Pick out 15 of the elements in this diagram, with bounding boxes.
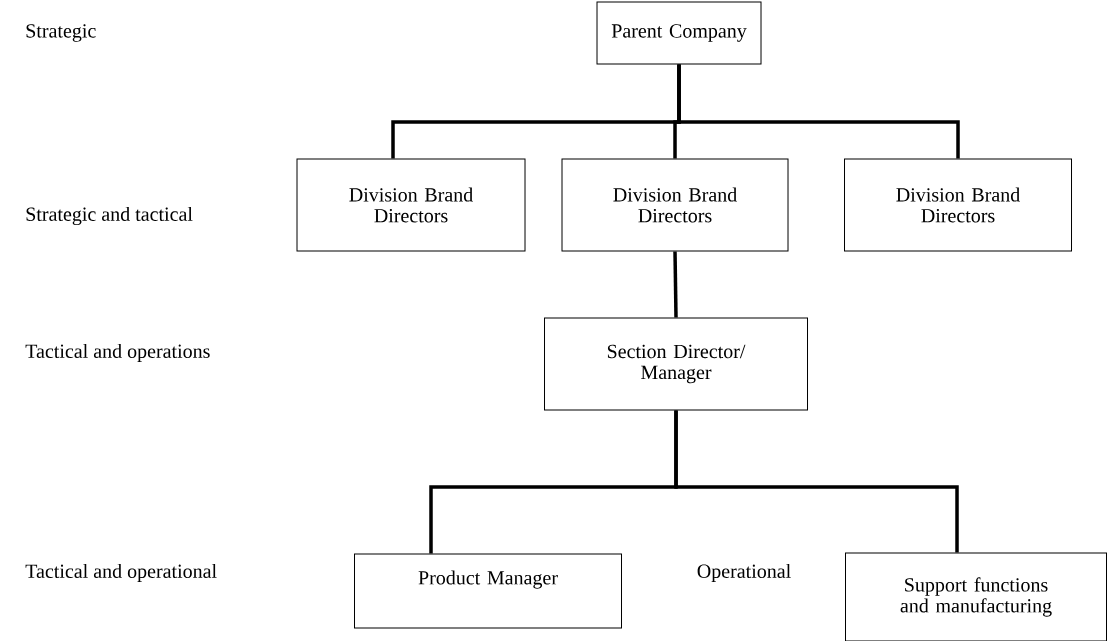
level-label: Strategic (26, 24, 96, 42)
level-label: Tactical and operational (25, 563, 217, 583)
org-box: Product Manager (354, 553, 622, 629)
org-box: Section Director/ Manager (544, 317, 808, 411)
org-box: Division Brand Directors (844, 158, 1072, 252)
org-box: Parent Company (596, 1, 762, 65)
level-label: Strategic and tactical (26, 206, 193, 226)
connector-line (674, 410, 959, 553)
org-box: Division Brand Directors (561, 158, 789, 252)
connector-line (673, 251, 678, 318)
level-label: Operational (697, 563, 791, 583)
connector-line (677, 64, 960, 159)
level-label: Tactical and operations (25, 343, 210, 363)
org-box: Division Brand Directors (296, 158, 526, 252)
org-box: Support functions and manufacturing (845, 552, 1107, 641)
